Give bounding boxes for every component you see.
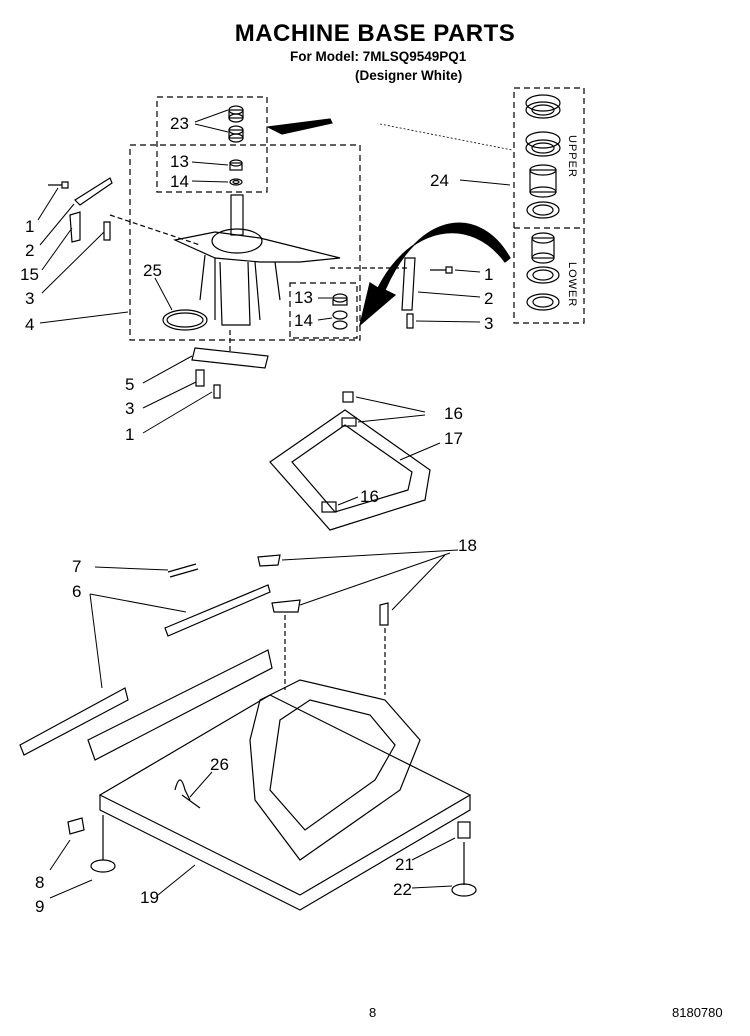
callout-3-lower: 3 bbox=[125, 399, 135, 418]
callout-18: 18 bbox=[458, 536, 477, 555]
model-line: For Model: 7MLSQ9549PQ1 bbox=[290, 49, 467, 64]
callout-1-right: 1 bbox=[484, 265, 494, 284]
callout-6: 6 bbox=[72, 582, 82, 601]
callout-3-right: 3 bbox=[484, 314, 494, 333]
leader-lines bbox=[37, 109, 511, 899]
machine-base bbox=[87, 615, 472, 911]
spring-7 bbox=[167, 563, 199, 578]
tub-support bbox=[269, 391, 431, 531]
callout-14-box: 14 bbox=[294, 311, 313, 330]
callout-25: 25 bbox=[143, 261, 162, 280]
arrow-curve bbox=[358, 222, 511, 327]
callout-5: 5 bbox=[125, 375, 135, 394]
rail-6-upper bbox=[164, 584, 271, 637]
callout-24: 24 bbox=[430, 171, 449, 190]
callout-3: 3 bbox=[25, 289, 35, 308]
page-title: MACHINE BASE PARTS bbox=[234, 20, 516, 47]
left-bracket bbox=[48, 177, 113, 243]
callout-9: 9 bbox=[35, 897, 45, 916]
callout-26: 26 bbox=[210, 755, 229, 774]
callout-16-lower: 16 bbox=[360, 487, 379, 506]
callout-16: 16 bbox=[444, 404, 463, 423]
callout-2: 2 bbox=[25, 241, 35, 260]
callout-2-right: 2 bbox=[484, 289, 494, 308]
callout-17: 17 bbox=[444, 429, 463, 448]
callout-4: 4 bbox=[25, 315, 35, 334]
callout-1: 1 bbox=[25, 217, 35, 236]
hook-26 bbox=[174, 779, 201, 809]
bracket-5 bbox=[191, 347, 269, 369]
callout-15: 15 bbox=[20, 265, 39, 284]
variant-line: (Designer White) bbox=[355, 68, 463, 83]
callout-1-lower: 1 bbox=[125, 425, 135, 444]
document-number: 8180780 bbox=[672, 1005, 723, 1020]
rail-6-lower bbox=[19, 687, 129, 756]
callout-21: 21 bbox=[395, 855, 414, 874]
callout-7: 7 bbox=[72, 557, 82, 576]
upper-label: UPPER bbox=[566, 135, 578, 178]
transmission-mount bbox=[109, 194, 410, 352]
group-boxes bbox=[129, 87, 585, 341]
top-bearings bbox=[228, 105, 244, 186]
leveling-legs bbox=[67, 815, 477, 897]
bearing-kit bbox=[525, 94, 561, 311]
callout-19: 19 bbox=[140, 888, 159, 907]
callout-13: 13 bbox=[170, 152, 189, 171]
arrow-top bbox=[265, 118, 333, 135]
callout-14: 14 bbox=[170, 172, 189, 191]
callout-23: 23 bbox=[170, 114, 189, 133]
callout-13-box: 13 bbox=[294, 288, 313, 307]
callout-22: 22 bbox=[393, 880, 412, 899]
right-bracket bbox=[401, 257, 453, 329]
callout-8: 8 bbox=[35, 873, 45, 892]
page-number: 8 bbox=[369, 1005, 377, 1020]
lower-label: LOWER bbox=[566, 262, 578, 308]
